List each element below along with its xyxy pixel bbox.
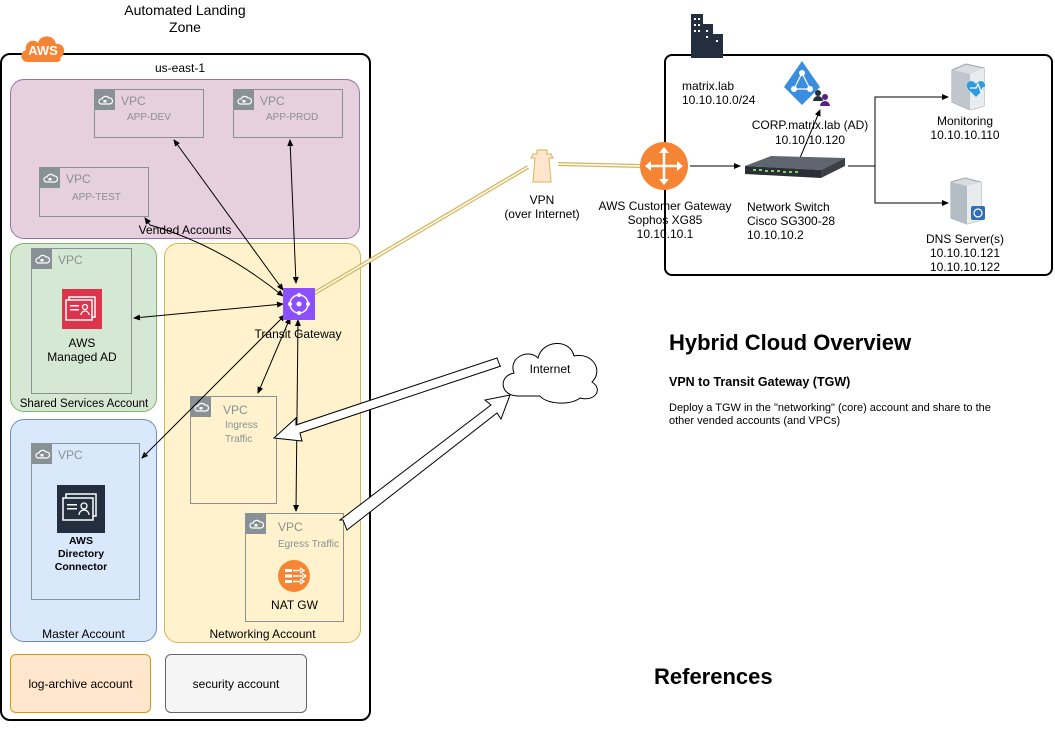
monitoring-label-2: 10.10.10.110	[930, 128, 1000, 142]
zone-title-line2: Zone	[169, 19, 201, 35]
customer-gateway-icon	[639, 141, 689, 191]
vpc-name: APP-PROD	[266, 112, 319, 123]
dns-label-3: 10.10.10.122	[929, 260, 1001, 274]
flow-internet-to-ingress	[272, 357, 502, 442]
vpc-cloud-icon	[32, 249, 52, 269]
region-container	[0, 53, 371, 721]
vpc-app-test: VPC APP-TEST	[39, 167, 149, 217]
directory-connector-label-2: Directory	[57, 548, 105, 560]
link-tgw-shared	[133, 301, 284, 321]
master-account-label: Master Account	[42, 627, 125, 641]
onprem-domain: matrix.lab	[682, 79, 735, 93]
building-icon	[689, 8, 725, 58]
log-archive-account	[10, 654, 151, 713]
switch-label-2: Cisco SG300-28	[747, 214, 836, 228]
nat-gateway-label: NAT GW	[271, 598, 318, 612]
overview-title: Hybrid Cloud Overview	[669, 330, 912, 355]
vpn-icon	[527, 148, 557, 184]
ad-label-2: 10.10.10.120	[774, 133, 846, 147]
aws-cloud-icon	[18, 30, 68, 64]
link-switch-ad	[799, 109, 821, 159]
vpc-app-prod: VPC APP-PROD	[233, 89, 343, 138]
managed-ad-label-1: AWS	[68, 336, 96, 350]
link-switch-monitoring	[848, 94, 949, 167]
log-archive-label: log-archive account	[28, 677, 133, 691]
cgw-label-2: Sophos XG85	[627, 213, 703, 227]
vpc-shared-services: VPC	[31, 248, 132, 394]
link-tgw-ingress	[257, 317, 291, 394]
link-tgw-app-prod	[287, 139, 299, 284]
vpc-cloud-icon	[234, 90, 254, 110]
vpc-cloud-icon	[95, 90, 115, 110]
monitoring-label-1: Monitoring	[936, 114, 994, 128]
flow-egress-to-internet	[338, 394, 511, 531]
vpc-tag: VPC	[260, 94, 285, 108]
vpc-tag: VPC	[66, 172, 91, 186]
vpc-tag: VPC	[58, 448, 83, 462]
region-label: us-east-1	[154, 61, 206, 75]
directory-connector-icon	[57, 485, 105, 533]
switch-label-1: Network Switch	[747, 200, 830, 214]
internet-label: Internet	[529, 362, 571, 376]
references-heading: References	[654, 664, 773, 689]
vpn-label-1: VPN	[529, 193, 555, 207]
active-directory-icon	[782, 59, 834, 111]
cgw-label-1: AWS Customer Gateway	[598, 199, 732, 213]
nat-gateway-icon	[275, 559, 313, 593]
vpc-app-dev: VPC APP-DEV	[94, 89, 204, 138]
vpc-cloud-icon	[40, 168, 60, 188]
link-tgw-egress	[293, 319, 301, 512]
vpc-name: Egress Traffic	[278, 539, 339, 550]
aws-badge-label: AWS	[28, 43, 58, 58]
zone-title-line1: Automated Landing	[124, 2, 246, 18]
shared-services-label: Shared Services Account	[19, 398, 149, 410]
switch-label-3: 10.10.10.2	[747, 228, 804, 242]
dns-label-2: 10.10.10.121	[929, 246, 1001, 260]
overview-desc-1: Deploy a TGW in the "networking" (core) …	[669, 402, 991, 414]
vpc-cloud-icon	[32, 444, 52, 464]
cgw-label-3: 10.10.10.1	[636, 227, 694, 241]
vpc-name: APP-TEST	[72, 192, 121, 203]
networking-account-label: Networking Account	[209, 627, 316, 641]
overview-subtitle: VPN to Transit Gateway (TGW)	[669, 375, 851, 389]
transit-gateway-label: Transit Gateway	[254, 327, 342, 341]
vpc-master: VPC	[31, 443, 140, 600]
security-account	[165, 654, 307, 713]
vpc-cloud-icon	[246, 514, 266, 534]
link-tgw-app-test	[144, 217, 284, 297]
directory-connector-label-1: AWS	[69, 535, 93, 547]
dns-label-1: DNS Server(s)	[925, 232, 1004, 246]
security-account-label: security account	[192, 677, 280, 691]
monitoring-server-icon	[946, 62, 998, 111]
network-switch-icon	[741, 152, 849, 182]
link-tgw-app-dev	[173, 139, 284, 291]
internet-cloud-icon	[494, 330, 608, 406]
vpc-tag: VPC	[58, 253, 83, 267]
managed-ad-icon	[62, 289, 102, 329]
vpc-egress: VPC Egress Traffic	[245, 513, 344, 622]
vpc-tag: VPC	[121, 94, 146, 108]
onprem-cidr: 10.10.10.0/24	[682, 93, 756, 107]
vpn-label-2: (over Internet)	[504, 207, 580, 221]
link-switch-dns	[874, 166, 949, 206]
overview-desc-2: other vended accounts (and VPCs)	[669, 415, 841, 427]
transit-gateway-icon	[283, 288, 315, 320]
vpc-name: APP-DEV	[127, 112, 171, 123]
ad-label-1: CORP.matrix.lab (AD)	[751, 118, 869, 132]
vpc-tag: VPC	[278, 520, 303, 534]
managed-ad-label-2: Managed AD	[47, 350, 117, 364]
directory-connector-label-3: Connector	[54, 561, 108, 573]
dns-server-icon	[947, 176, 989, 226]
